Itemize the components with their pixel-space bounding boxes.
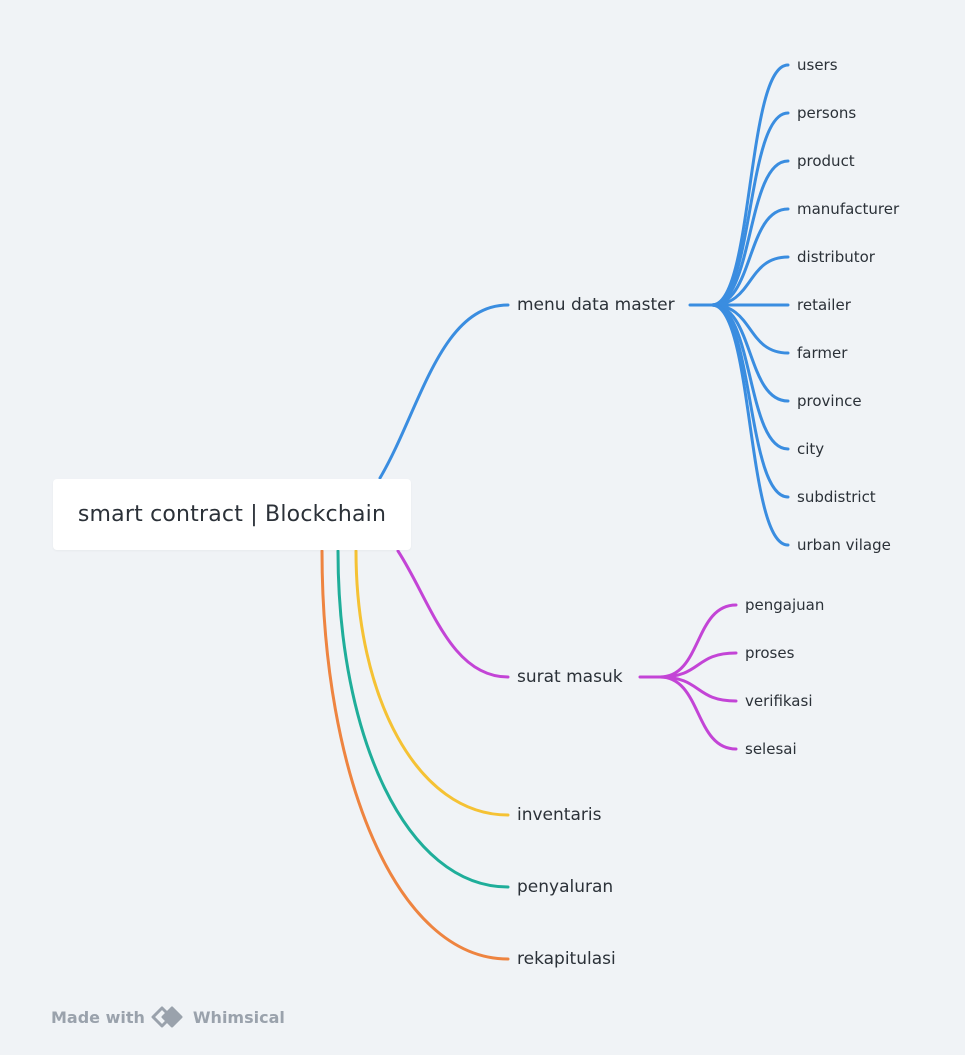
connector-leaf-0 [710, 63, 790, 307]
leaf-pengajuan[interactable]: pengajuan [745, 596, 825, 614]
connector-root-inventaris [354, 549, 510, 817]
connector-surat-leaf-3 [658, 675, 738, 751]
connector-leaf-2 [710, 159, 790, 307]
connector-root-rekapitulasi [320, 549, 510, 961]
leaf-verifikasi[interactable]: verifikasi [745, 692, 813, 710]
connector-surat-leaf-1 [658, 651, 738, 679]
branch-rekapitulasi[interactable]: rekapitulasi [517, 949, 616, 969]
branch-surat-masuk[interactable]: surat masuk [517, 667, 623, 687]
leaf-retailer[interactable]: retailer [797, 296, 851, 314]
root-node-label: smart contract | Blockchain [77, 502, 387, 527]
leaf-distributor[interactable]: distributor [797, 248, 875, 266]
whimsical-brand-text: Whimsical [192, 1007, 285, 1027]
made-with-footer[interactable]: Made with Whimsical [51, 1004, 285, 1030]
whimsical-logo-icon [151, 1004, 187, 1030]
made-with-text: Made with [51, 1007, 145, 1027]
connector-surat-leaf-0 [658, 603, 738, 679]
leaf-persons[interactable]: persons [797, 104, 857, 122]
leaf-proses[interactable]: proses [745, 644, 795, 662]
connector-root-penyaluran [336, 549, 510, 889]
leaf-users[interactable]: users [797, 56, 838, 74]
connector-leaf-3 [710, 207, 790, 307]
connector-root-surat-masuk [396, 549, 510, 679]
leaf-urban-vilage[interactable]: urban vilage [797, 536, 891, 554]
leaf-farmer[interactable]: farmer [797, 344, 848, 362]
leaf-manufacturer[interactable]: manufacturer [797, 200, 900, 218]
connector-leaf-9 [710, 303, 790, 499]
connector-leaf-10 [710, 303, 790, 547]
branch-inventaris[interactable]: inventaris [517, 805, 602, 825]
leaf-province[interactable]: province [797, 392, 862, 410]
leaf-selesai[interactable]: selesai [745, 740, 797, 758]
leaf-subdistrict[interactable]: subdistrict [797, 488, 876, 506]
leaf-product[interactable]: product [797, 152, 855, 170]
branch-penyaluran[interactable]: penyaluran [517, 877, 614, 897]
connector-leaf-4 [710, 255, 790, 307]
branch-menu-data-master[interactable]: menu data master [517, 295, 675, 315]
leaf-city[interactable]: city [797, 440, 825, 458]
root-node[interactable]: smart contract | Blockchain [53, 479, 411, 550]
connector-leaf-1 [710, 111, 790, 307]
connector-root-menu-data-master [378, 303, 510, 480]
